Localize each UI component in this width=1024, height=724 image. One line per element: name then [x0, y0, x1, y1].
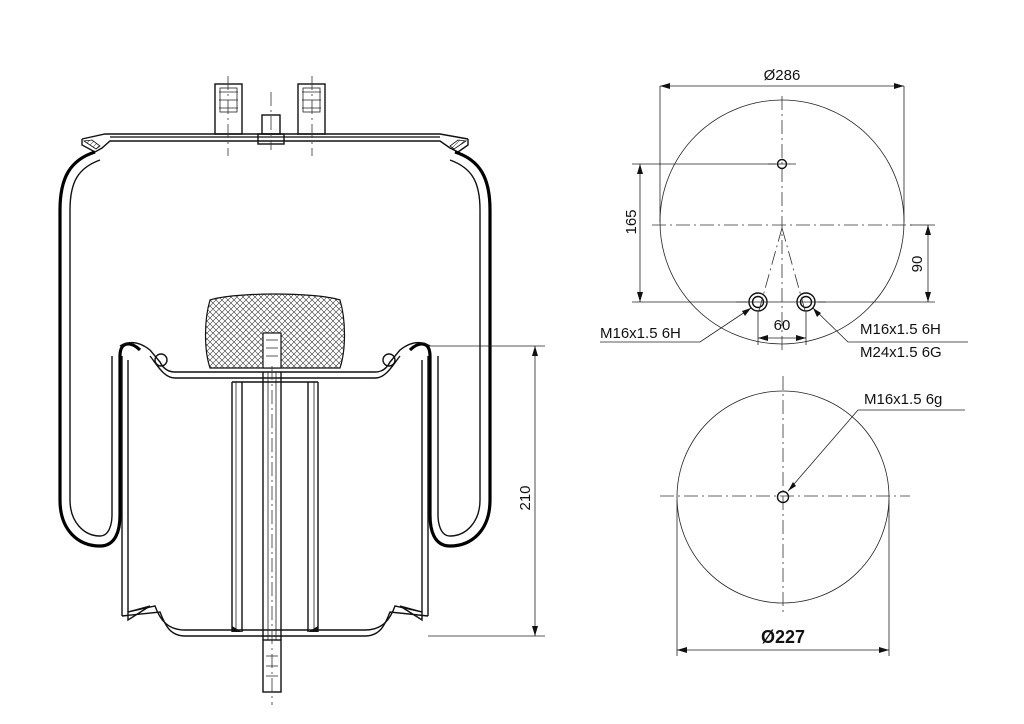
center-nipple — [257, 92, 285, 150]
bottom-view: M16x1.5 6g Ø227 — [660, 376, 965, 656]
bottom-center-hole — [776, 490, 790, 504]
height-dimension: 210 — [428, 345, 545, 637]
thread-left-label: M16x1.5 6H — [600, 325, 681, 342]
bump-stop — [204, 293, 346, 369]
bottom-stud — [262, 366, 282, 705]
dim-165-label: 165 — [623, 209, 640, 234]
top-plate — [81, 133, 469, 153]
top-view: Ø286 165 90 60 — [600, 67, 968, 361]
piston-post — [231, 372, 319, 640]
stud-left — [214, 76, 243, 156]
thread-right-label-2: M24x1.5 6G — [860, 344, 942, 361]
piston — [119, 341, 431, 637]
dim-90-label: 90 — [909, 256, 926, 273]
dim-60-label: 60 — [774, 317, 791, 334]
bottom-diameter-label: Ø227 — [761, 627, 805, 647]
thread-right-label-1: M16x1.5 6H — [860, 321, 941, 338]
rubber-bellow — [58, 150, 492, 548]
bottom-thread-label: M16x1.5 6g — [864, 391, 942, 408]
height-dim-label: 210 — [517, 485, 534, 510]
side-view: 210 — [58, 76, 545, 705]
stud-right — [297, 76, 326, 156]
top-diameter-label: Ø286 — [764, 67, 801, 84]
